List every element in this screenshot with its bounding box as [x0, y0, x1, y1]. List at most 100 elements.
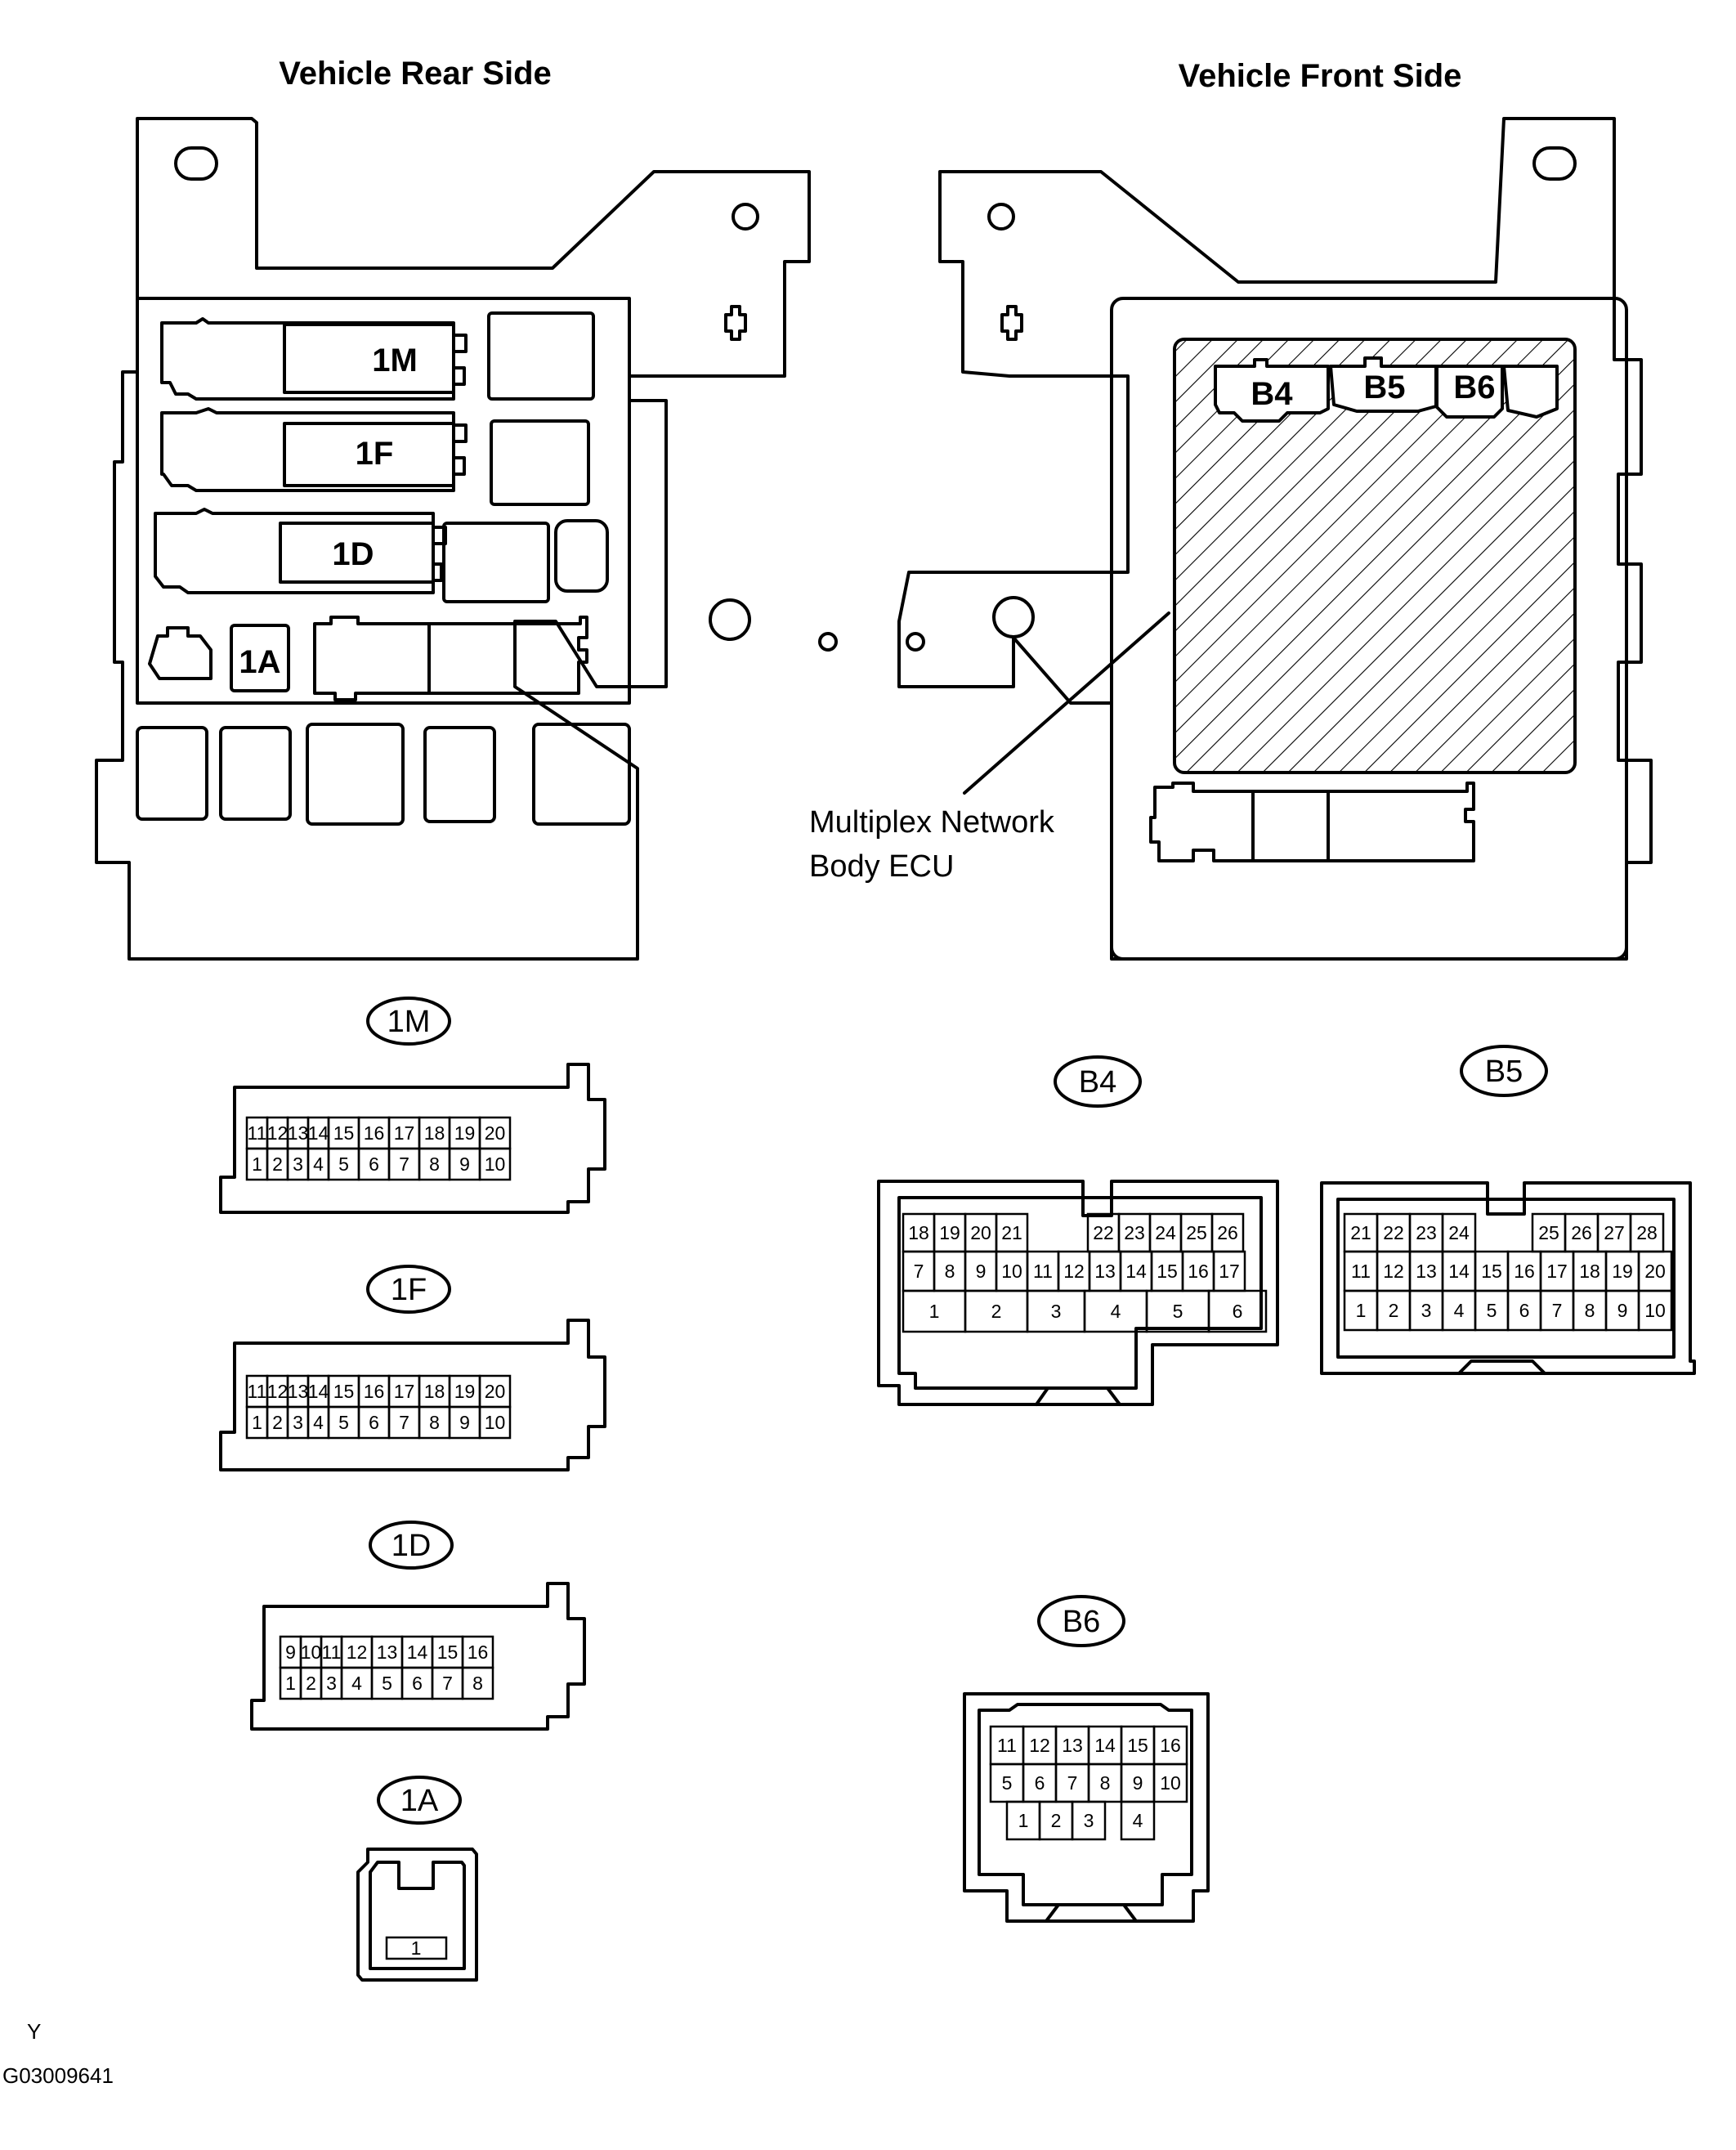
housing-1d [250, 1582, 586, 1731]
pin-label: 15 [437, 1642, 459, 1663]
front-mount-hole [992, 596, 1035, 638]
pin-label: 6 [412, 1673, 423, 1694]
pin-label: 24 [1448, 1222, 1470, 1243]
pin-label: 12 [267, 1122, 289, 1144]
pin-label: 26 [1571, 1222, 1592, 1243]
pin-label: 3 [326, 1673, 337, 1694]
pin-label: 1 [929, 1301, 940, 1322]
oval-label-b6: B6 [1063, 1605, 1100, 1639]
pin-label: 9 [459, 1412, 470, 1433]
oval-label-1d: 1D [391, 1529, 432, 1563]
pin-label: 6 [369, 1153, 379, 1175]
label-1d: 1D [332, 536, 374, 572]
pin-label: 5 [1002, 1772, 1013, 1794]
pin-label: 12 [1063, 1261, 1085, 1282]
pin-label: 5 [338, 1153, 349, 1175]
rear-round-hole [732, 203, 759, 231]
pin-label: 10 [1644, 1300, 1666, 1321]
pin-label: 23 [1416, 1222, 1437, 1243]
ecu-connector-extra-shell [1502, 365, 1559, 419]
pin-cell [1152, 1763, 1188, 1803]
ecu-callout-leader [963, 611, 1170, 795]
ecu-hatched-body [1173, 338, 1577, 774]
callout-line-2: Body ECU [809, 849, 954, 884]
rear-key-hole [724, 305, 747, 341]
oval-label-b5: B5 [1485, 1055, 1523, 1089]
oval-label-1f: 1F [391, 1273, 427, 1307]
front-bracket-outline [897, 117, 1653, 961]
fuse-holder-1f [160, 407, 468, 492]
pin-label: 21 [1001, 1222, 1022, 1243]
latch-b5 [1457, 1359, 1546, 1375]
pin-label: 20 [485, 1381, 506, 1402]
pin-label: 15 [1157, 1261, 1178, 1282]
housing-b4 [877, 1180, 1279, 1406]
bottom-slot-2 [219, 726, 292, 821]
pin-label: 16 [468, 1642, 489, 1663]
pin-label: 7 [914, 1261, 924, 1282]
pin-label: 13 [1416, 1261, 1437, 1282]
pin-label: 15 [333, 1122, 355, 1144]
housing-1f [219, 1319, 606, 1471]
pin-label: 2 [991, 1301, 1002, 1322]
pin-label: 14 [308, 1381, 329, 1402]
fuse-1f-box [283, 422, 455, 487]
oval-label-1m: 1M [387, 1005, 431, 1039]
label-1m: 1M [372, 343, 418, 378]
pin-label: 10 [301, 1642, 322, 1663]
fuse-1d-box [279, 522, 435, 584]
rear-block-body [136, 297, 631, 705]
fuse-holder-1m [160, 317, 468, 401]
pin-label-1a: 1 [411, 1937, 422, 1959]
front-small-hole [906, 632, 925, 652]
pin-label: 12 [1029, 1735, 1050, 1756]
pin-label: 11 [248, 1122, 267, 1144]
pin-label: 7 [399, 1153, 409, 1175]
latch-b4 [1035, 1386, 1121, 1406]
pin-label: 8 [1585, 1300, 1595, 1321]
housing-b6 [963, 1692, 1210, 1923]
pin-label: 8 [429, 1153, 440, 1175]
rear-slot-hole [174, 146, 218, 181]
fuse-1m-box [283, 323, 455, 394]
pin-label: 9 [459, 1153, 470, 1175]
pin-label: 8 [429, 1412, 440, 1433]
pin-label: 3 [1421, 1300, 1432, 1321]
pin-label: 15 [1481, 1261, 1502, 1282]
pin-label: 26 [1217, 1222, 1238, 1243]
pin-label: 8 [472, 1673, 483, 1694]
pin-label: 5 [338, 1412, 349, 1433]
housing-1a-outer [356, 1848, 478, 1982]
oval-label-b4: B4 [1079, 1065, 1116, 1100]
pin-label: 3 [293, 1412, 303, 1433]
rear-mount-hole [709, 598, 751, 641]
pin-label: 15 [1127, 1735, 1148, 1756]
relay-slot-2 [490, 419, 590, 506]
pin-label: 13 [377, 1642, 398, 1663]
pin-label: 13 [1062, 1735, 1083, 1756]
pin-label: 22 [1093, 1222, 1114, 1243]
pin-label: 1 [1018, 1810, 1029, 1831]
pin-label: 10 [485, 1153, 506, 1175]
pin-label: 6 [1035, 1772, 1045, 1794]
pin-label: 19 [454, 1381, 476, 1402]
housing-b5-inner [1336, 1198, 1676, 1359]
pin-label: 20 [1644, 1261, 1666, 1282]
pin-label: 10 [1160, 1772, 1181, 1794]
pin-label: 14 [407, 1642, 428, 1663]
oval-b4 [1054, 1055, 1142, 1108]
pin-label: 9 [1617, 1300, 1628, 1321]
pin-label: 14 [1448, 1261, 1470, 1282]
housing-b4-inner [897, 1196, 1263, 1390]
pin-label: 13 [1094, 1261, 1116, 1282]
ecu-housing [1110, 297, 1628, 961]
pin-label: 13 [288, 1381, 309, 1402]
pin-label: 17 [1219, 1261, 1240, 1282]
fuse-holder-long [313, 616, 588, 701]
pin-label: 16 [1188, 1261, 1209, 1282]
